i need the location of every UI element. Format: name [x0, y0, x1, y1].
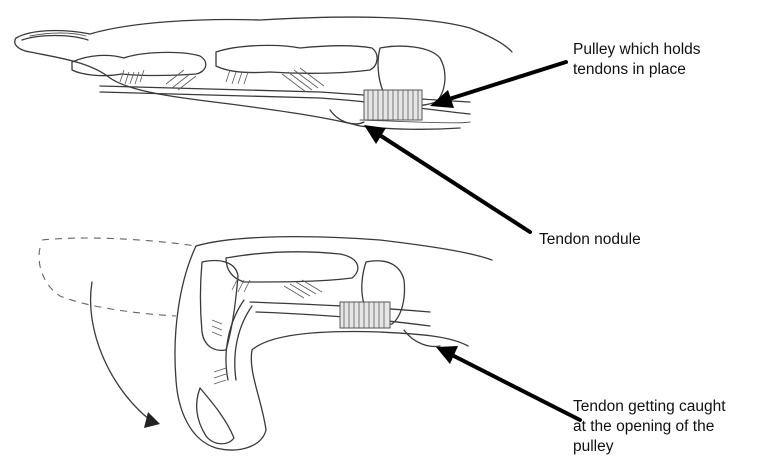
- caught-label-line-3: pulley: [573, 438, 614, 455]
- caught-label: Tendon getting caught at the opening of …: [573, 398, 726, 455]
- caught-label-line-1: Tendon getting caught: [573, 398, 726, 415]
- pulley-pointer-arrow: [430, 62, 566, 108]
- bent-minor-pulleys: [212, 278, 322, 384]
- straight-finger-illustration: [15, 17, 512, 129]
- bent-finger-illustration: [39, 237, 492, 450]
- nodule-label: Tendon nodule: [539, 231, 641, 248]
- caught-pointer-arrow: [436, 346, 580, 420]
- pulley-label-line-1: Pulley which holds: [573, 41, 701, 58]
- pulley-label-line-2: tendons in place: [573, 61, 686, 78]
- pulley-label: Pulley which holds tendons in place: [573, 41, 701, 78]
- nodule-label-line-1: Tendon nodule: [539, 231, 641, 248]
- nodule-pointer-arrow: [364, 125, 530, 232]
- minor-pulleys: [120, 68, 324, 92]
- caught-label-line-2: at the opening of the: [573, 418, 714, 435]
